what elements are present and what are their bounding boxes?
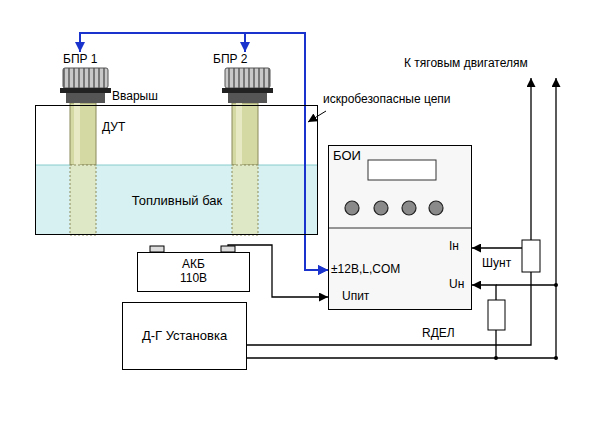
note-label: К тяговым двигателям <box>404 57 528 71</box>
fuel <box>35 165 318 235</box>
shunt-symbol <box>522 240 540 272</box>
sensor-head: БПР 2 <box>212 52 272 88</box>
note-label: искробезопасные цепи <box>323 93 451 107</box>
buttons <box>345 201 443 215</box>
node-label: Шунт <box>482 257 511 271</box>
leader-line <box>308 111 326 122</box>
node-label: АКБ 110В <box>174 258 214 286</box>
node-label: БОИ <box>333 149 361 164</box>
node-label: БПР 1 <box>63 53 98 67</box>
sensor-cap <box>60 68 111 103</box>
fuel-tank: Топливный бак ДУТ <box>35 105 318 235</box>
sensor-head: БПР 1 <box>60 52 110 88</box>
node-label: RДЕЛ <box>422 327 455 341</box>
wire <box>472 247 522 248</box>
level-sensor: ДУТ <box>71 104 97 234</box>
divider-resistor: RДЕЛ <box>488 300 505 330</box>
wire <box>247 78 556 358</box>
node-label: БПР 2 <box>213 53 248 67</box>
unit-body <box>328 145 472 310</box>
battery-box: АКБ 110В <box>137 252 250 292</box>
signal-name: Uпит <box>342 290 369 304</box>
level-sensor-rod <box>70 103 96 235</box>
wire <box>247 272 531 345</box>
signal-name: ±12В,L,COM <box>331 263 400 277</box>
signal-name: Uн <box>449 278 464 292</box>
sensor-cap <box>222 68 273 103</box>
level-sensor-rod <box>232 103 258 235</box>
display <box>368 160 436 180</box>
shunt: Шунт <box>522 240 540 272</box>
node-label: Топливный бак <box>132 194 222 209</box>
signal-name: Iн <box>449 240 459 254</box>
wire <box>472 285 496 300</box>
part-label: Вварыш <box>112 90 158 104</box>
node-label: Д-Г Установка <box>142 329 227 344</box>
junction-dot <box>494 283 558 360</box>
resistor-symbol <box>488 300 505 330</box>
generator-box: Д-Г Установка <box>122 302 247 370</box>
node-label: ДУТ <box>102 121 125 135</box>
unit-divider <box>328 228 472 229</box>
